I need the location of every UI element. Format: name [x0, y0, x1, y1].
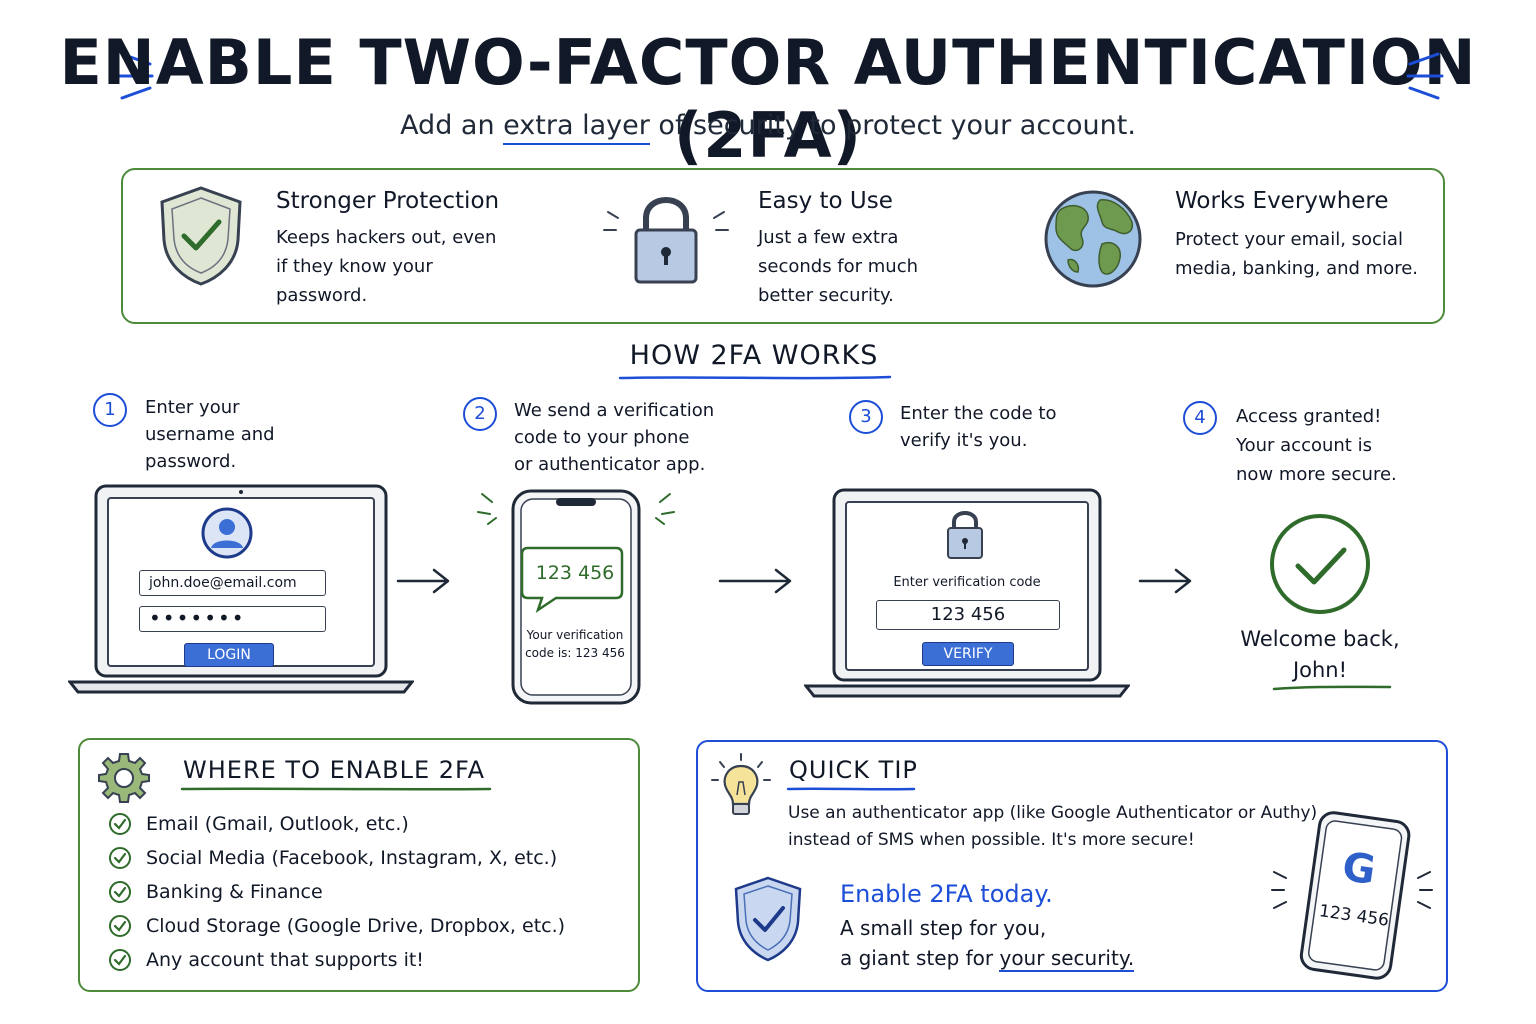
enable-today-text: A small step for you, a giant step for y…	[840, 916, 1135, 972]
padlock-icon	[603, 197, 729, 284]
verify-button[interactable]: VERIFY	[922, 642, 1014, 666]
benefit-title-protection: Stronger Protection	[276, 188, 500, 214]
welcome-message: Welcome back,John!	[1240, 627, 1400, 682]
left-accent-marks	[116, 52, 154, 100]
shield-check-icon	[160, 186, 242, 286]
page-subtitle: Add an extra layer of security to protec…	[0, 110, 1536, 145]
gear-icon	[98, 753, 150, 803]
step-number-1: 1	[93, 393, 127, 427]
benefit-title-everywhere: Works Everywhere	[1175, 188, 1389, 214]
password-field[interactable]: •••••••	[139, 606, 326, 632]
subtitle-highlight: extra layer	[503, 110, 650, 145]
list-item: Cloud Storage (Google Drive, Dropbox, et…	[108, 909, 565, 943]
verify-label: Enter verification code	[893, 575, 1041, 590]
where-to-enable-panel	[78, 738, 640, 992]
check-circle-icon	[109, 915, 131, 937]
benefits-panel	[121, 168, 1445, 324]
verification-code-input[interactable]: 123 456	[876, 600, 1060, 630]
enable-today-heading: Enable 2FA today.	[840, 880, 1053, 908]
success-check-icon	[1270, 514, 1370, 614]
laptop-verify-illustration	[804, 488, 1130, 698]
arrow-right-icon	[1138, 568, 1192, 594]
list-item: Banking & Finance	[108, 875, 565, 909]
benefit-title-easy: Easy to Use	[758, 188, 893, 214]
check-circle-icon	[109, 881, 131, 903]
phone-sms-illustration	[477, 489, 675, 705]
arrow-right-icon	[396, 568, 450, 594]
check-circle-icon	[109, 847, 131, 869]
where-list: Email (Gmail, Outlook, etc.) Social Medi…	[108, 807, 565, 977]
page-title: ENABLE TWO-FACTOR AUTHENTICATION (2FA)	[59, 26, 1477, 172]
step-number-4: 4	[1183, 401, 1217, 435]
right-accent-marks	[1406, 52, 1444, 100]
where-section-title: WHERE TO ENABLE 2FA	[183, 756, 486, 784]
lightbulb-icon	[711, 753, 771, 815]
tip-text: Use an authenticator app (like Google Au…	[788, 803, 1318, 850]
google-logo-icon: G	[1339, 843, 1379, 895]
how-section-title: HOW 2FA WORKS	[629, 340, 879, 371]
login-button[interactable]: LOGIN	[184, 643, 274, 667]
tip-section-title: QUICK TIP	[789, 756, 918, 784]
step-number-3: 3	[849, 400, 883, 434]
email-field[interactable]: john.doe@email.com	[139, 570, 326, 596]
quick-tip-panel	[696, 740, 1448, 992]
check-circle-icon	[109, 813, 131, 835]
authenticator-phone-illustration	[1271, 811, 1433, 980]
list-item: Social Media (Facebook, Instagram, X, et…	[108, 841, 565, 875]
tip-title-underline	[786, 787, 916, 791]
security-highlight: your security.	[999, 946, 1135, 972]
where-title-underline	[180, 787, 492, 791]
list-item: Any account that supports it!	[108, 943, 565, 977]
sms-code: 123 456	[535, 562, 615, 584]
list-item: Email (Gmail, Outlook, etc.)	[108, 807, 565, 841]
shield-check-icon	[734, 876, 802, 962]
step-number-2: 2	[463, 397, 497, 431]
how-title-underline	[618, 375, 892, 380]
welcome-underline	[1272, 685, 1392, 691]
globe-icon	[1044, 190, 1142, 288]
check-circle-icon	[109, 949, 131, 971]
arrow-right-icon	[718, 568, 792, 594]
